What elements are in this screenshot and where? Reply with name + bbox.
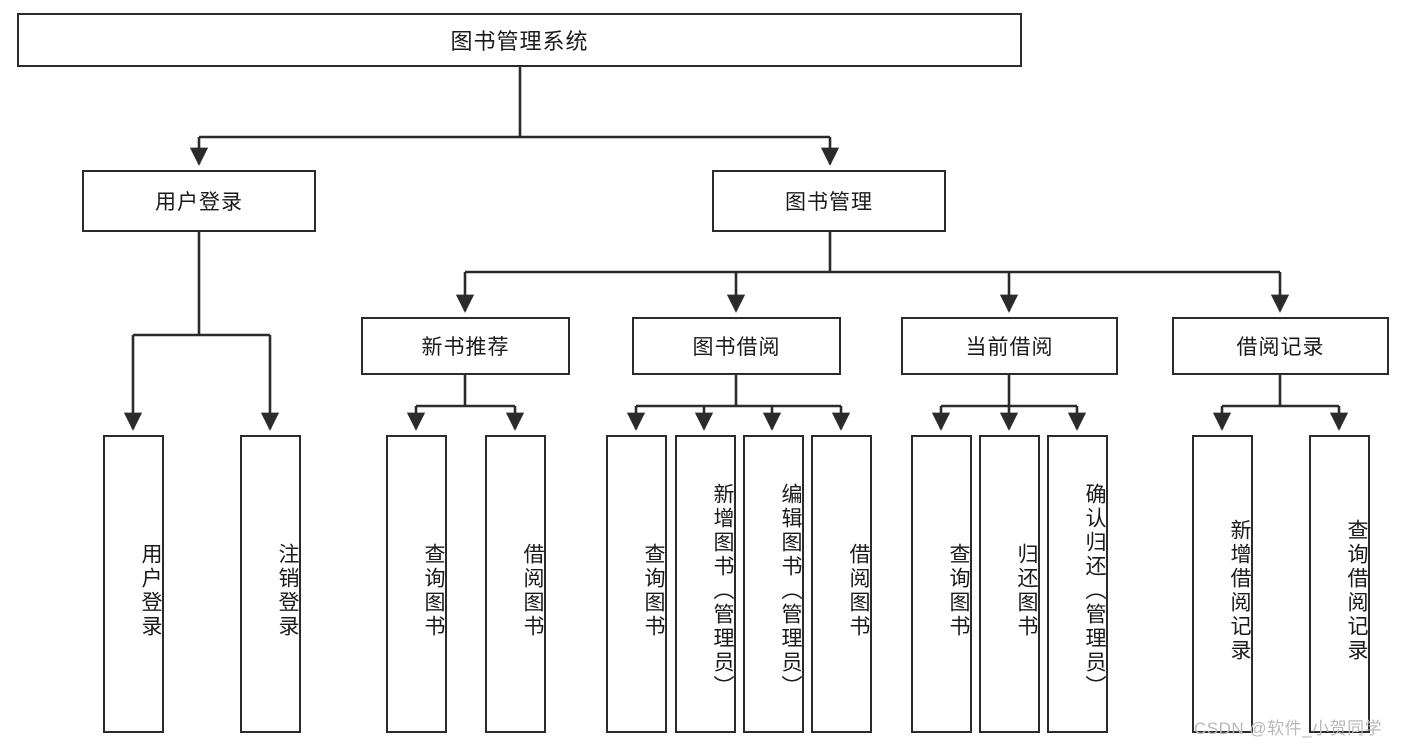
- node-label: 用户登录: [139, 543, 162, 639]
- node-label: 查询图书: [642, 543, 665, 639]
- leaf-query-book-current[interactable]: 查询图书: [911, 435, 972, 733]
- node-label: 新增图书（管理员）: [711, 483, 734, 699]
- node-label: 注销登录: [276, 543, 299, 639]
- node-label: 查询图书: [947, 543, 970, 639]
- node-label: 归还图书: [1015, 543, 1038, 639]
- leaf-add-book[interactable]: 新增图书（管理员）: [675, 435, 736, 733]
- node-label: 借阅图书: [521, 543, 544, 639]
- node-borrow-record[interactable]: 借阅记录: [1172, 317, 1389, 375]
- node-label: 当前借阅: [965, 336, 1054, 359]
- leaf-query-book-borrow[interactable]: 查询图书: [606, 435, 667, 733]
- leaf-return-book[interactable]: 归还图书: [979, 435, 1040, 733]
- node-label: 用户登录: [155, 191, 243, 214]
- node-label: 借阅记录: [1236, 336, 1325, 359]
- node-label: 新增借阅记录: [1228, 519, 1251, 663]
- leaf-user-login[interactable]: 用户登录: [103, 435, 164, 733]
- node-label: 编辑图书（管理员）: [779, 483, 802, 699]
- node-label: 新书推荐: [421, 336, 510, 359]
- leaf-add-borrow-record[interactable]: 新增借阅记录: [1192, 435, 1253, 733]
- leaf-borrow-book[interactable]: 借阅图书: [811, 435, 872, 733]
- node-label: 图书借阅: [692, 336, 781, 359]
- node-label: 图书管理: [785, 191, 873, 214]
- node-root-system[interactable]: 图书管理系统: [17, 13, 1022, 67]
- node-book-management[interactable]: 图书管理: [712, 170, 946, 232]
- node-book-borrow[interactable]: 图书借阅: [632, 317, 841, 375]
- leaf-query-book-recommend[interactable]: 查询图书: [386, 435, 447, 733]
- leaf-edit-book[interactable]: 编辑图书（管理员）: [743, 435, 804, 733]
- node-label: 确认归还（管理员）: [1083, 483, 1106, 699]
- node-label: 借阅图书: [847, 543, 870, 639]
- node-current-borrow[interactable]: 当前借阅: [901, 317, 1118, 375]
- node-label: 图书管理系统: [450, 29, 589, 54]
- node-label: 查询借阅记录: [1345, 519, 1368, 663]
- leaf-borrow-book-recommend[interactable]: 借阅图书: [485, 435, 546, 733]
- node-user-login[interactable]: 用户登录: [82, 170, 316, 232]
- node-new-book-recommend[interactable]: 新书推荐: [361, 317, 570, 375]
- leaf-user-logout[interactable]: 注销登录: [240, 435, 301, 733]
- leaf-confirm-return[interactable]: 确认归还（管理员）: [1047, 435, 1108, 733]
- leaf-query-borrow-record[interactable]: 查询借阅记录: [1309, 435, 1370, 733]
- node-label: 查询图书: [422, 543, 445, 639]
- csdn-watermark: CSDN @软件_小贺同学: [1194, 719, 1383, 738]
